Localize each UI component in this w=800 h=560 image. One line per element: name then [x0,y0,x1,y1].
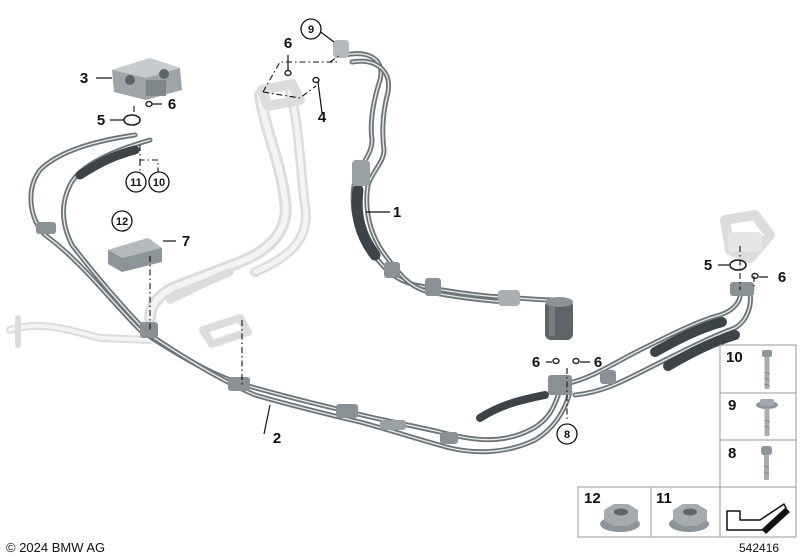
reference-lines [133,54,755,420]
bracket-7 [108,238,162,272]
bolt-icon [761,446,772,480]
seal-rings [123,69,759,365]
callout-6-right: 6 [778,269,786,286]
callout-2: 2 [273,430,281,447]
callout-5-right: 5 [704,257,712,274]
callout-6-drier-left: 6 [532,354,540,371]
bolt-icon [756,399,778,436]
bolt-icon [762,350,772,389]
panel-label-11: 11 [656,490,672,507]
callout-11: 11 [130,177,142,189]
callout-3: 3 [80,70,88,87]
panel-cell-8 [719,439,797,488]
callout-8: 8 [564,429,570,441]
callout-7: 7 [182,233,190,250]
pipe-1 [333,40,558,306]
leader-lines [96,29,768,435]
panel-label-8: 8 [728,445,736,462]
expansion-valve [112,58,182,100]
panel-label-9: 9 [728,397,736,414]
callouts: 3 5 6 1 2 6 4 7 6 6 5 6 9 11 10 12 8 [80,18,786,447]
copyright-text: © 2024 BMW AG [6,540,106,555]
callout-1: 1 [393,204,401,221]
callout-6-valve: 6 [168,96,176,113]
callout-5-left: 5 [97,112,105,129]
parts-panel: 10 9 8 12 11 [577,344,797,538]
panel-label-12: 12 [584,490,601,507]
callout-12: 12 [116,216,128,228]
callout-6-drier-right: 6 [594,354,602,371]
arrow-icon [726,503,790,534]
nut-icon [600,504,640,532]
panel-label-10: 10 [726,349,743,366]
callout-9: 9 [308,24,314,36]
callout-4: 4 [318,109,327,126]
callout-10: 10 [153,177,165,189]
callout-6-top: 6 [284,35,292,52]
receiver-drier [545,297,573,340]
ghost-background [6,79,775,348]
document-number: 542416 [739,541,780,555]
pipe-right [548,282,754,398]
pipe-2 [28,132,573,455]
nut-icon [669,504,709,532]
